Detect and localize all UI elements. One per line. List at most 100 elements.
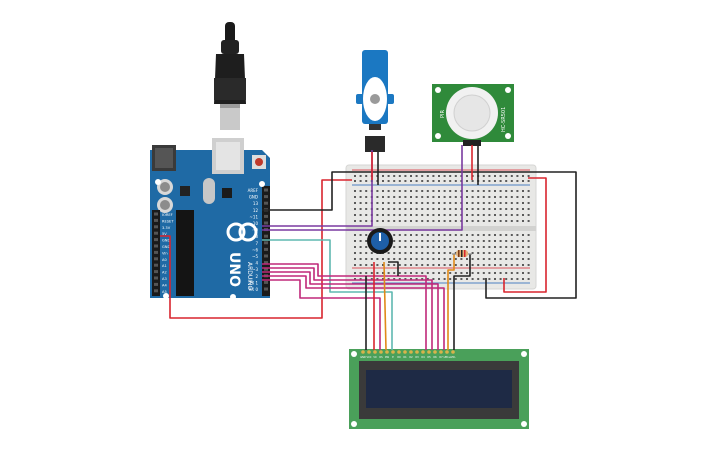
breadboard-hole[interactable] [499, 208, 502, 210]
breadboard-hole[interactable] [505, 196, 508, 198]
breadboard-hole[interactable] [527, 175, 530, 177]
breadboard-hole[interactable] [387, 214, 390, 216]
breadboard-hole[interactable] [393, 272, 396, 274]
breadboard-hole[interactable] [382, 272, 384, 274]
breadboard-hole[interactable] [359, 190, 362, 192]
arduino-header-pin[interactable] [154, 238, 158, 242]
breadboard-hole[interactable] [393, 196, 396, 198]
breadboard-hole[interactable] [460, 272, 463, 274]
breadboard-hole[interactable] [494, 220, 496, 222]
breadboard-hole[interactable] [365, 175, 368, 177]
breadboard-hole[interactable] [432, 208, 435, 210]
breadboard-hole[interactable] [387, 208, 390, 210]
breadboard-hole[interactable] [449, 278, 452, 280]
breadboard-hole[interactable] [477, 196, 480, 198]
arduino-header-pin[interactable] [154, 276, 158, 280]
breadboard-hole[interactable] [387, 180, 390, 182]
breadboard-hole[interactable] [432, 190, 435, 192]
breadboard-hole[interactable] [415, 278, 418, 280]
breadboard-hole[interactable] [398, 246, 401, 248]
breadboard-hole[interactable] [432, 278, 435, 280]
breadboard-hole[interactable] [410, 252, 412, 254]
breadboard-hole[interactable] [522, 252, 524, 254]
arduino-header-pin[interactable] [154, 257, 158, 261]
breadboard-hole[interactable] [432, 258, 435, 260]
breadboard-hole[interactable] [488, 214, 491, 216]
breadboard-hole[interactable] [359, 272, 362, 274]
arduino-header-pin[interactable] [154, 282, 158, 286]
breadboard-hole[interactable] [393, 278, 396, 280]
breadboard-hole[interactable] [393, 190, 396, 192]
breadboard-hole[interactable] [482, 278, 485, 280]
breadboard-hole[interactable] [382, 220, 384, 222]
arduino-header-pin[interactable] [264, 234, 268, 238]
breadboard-hole[interactable] [438, 220, 440, 222]
breadboard-hole[interactable] [454, 190, 457, 192]
breadboard-hole[interactable] [393, 234, 396, 236]
breadboard-hole[interactable] [488, 264, 491, 266]
breadboard-hole[interactable] [522, 258, 524, 260]
breadboard-hole[interactable] [482, 190, 485, 192]
breadboard-hole[interactable] [454, 180, 457, 182]
breadboard-hole[interactable] [376, 202, 379, 204]
breadboard-hole[interactable] [404, 208, 407, 210]
breadboard-hole[interactable] [488, 252, 491, 254]
arduino-header-pin[interactable] [154, 218, 158, 222]
breadboard-hole[interactable] [415, 202, 418, 204]
breadboard-hole[interactable] [354, 258, 356, 260]
breadboard-hole[interactable] [359, 202, 362, 204]
breadboard-hole[interactable] [359, 278, 362, 280]
breadboard-hole[interactable] [499, 202, 502, 204]
breadboard-hole[interactable] [398, 202, 401, 204]
breadboard-hole[interactable] [527, 258, 530, 260]
breadboard-hole[interactable] [516, 190, 519, 192]
breadboard-hole[interactable] [370, 264, 373, 266]
breadboard-hole[interactable] [471, 196, 474, 198]
breadboard-hole[interactable] [404, 202, 407, 204]
breadboard-hole[interactable] [477, 240, 480, 242]
breadboard-hole[interactable] [410, 214, 412, 216]
breadboard-hole[interactable] [454, 220, 457, 222]
breadboard-hole[interactable] [516, 272, 519, 274]
breadboard-hole[interactable] [471, 208, 474, 210]
breadboard-hole[interactable] [477, 234, 480, 236]
breadboard-hole[interactable] [398, 252, 401, 254]
breadboard-hole[interactable] [449, 190, 452, 192]
breadboard-hole[interactable] [505, 214, 508, 216]
breadboard-hole[interactable] [415, 258, 418, 260]
breadboard-hole[interactable] [510, 180, 513, 182]
breadboard-hole[interactable] [466, 234, 468, 236]
breadboard-hole[interactable] [438, 278, 440, 280]
breadboard-hole[interactable] [421, 220, 424, 222]
breadboard-hole[interactable] [522, 240, 524, 242]
breadboard-hole[interactable] [527, 196, 530, 198]
breadboard-hole[interactable] [471, 252, 474, 254]
breadboard-hole[interactable] [510, 202, 513, 204]
breadboard-hole[interactable] [432, 240, 435, 242]
breadboard-hole[interactable] [488, 202, 491, 204]
breadboard-hole[interactable] [393, 180, 396, 182]
breadboard-hole[interactable] [482, 202, 485, 204]
breadboard-hole[interactable] [516, 240, 519, 242]
breadboard-hole[interactable] [438, 202, 440, 204]
breadboard-hole[interactable] [421, 240, 424, 242]
breadboard-hole[interactable] [432, 220, 435, 222]
breadboard-hole[interactable] [432, 246, 435, 248]
breadboard-hole[interactable] [432, 272, 435, 274]
breadboard-hole[interactable] [398, 175, 401, 177]
breadboard-hole[interactable] [365, 180, 368, 182]
breadboard-hole[interactable] [527, 272, 530, 274]
breadboard-hole[interactable] [426, 190, 429, 192]
breadboard-hole[interactable] [398, 272, 401, 274]
breadboard-hole[interactable] [477, 208, 480, 210]
breadboard-hole[interactable] [505, 278, 508, 280]
breadboard-hole[interactable] [421, 234, 424, 236]
breadboard-hole[interactable] [510, 246, 513, 248]
breadboard-hole[interactable] [443, 252, 446, 254]
breadboard-hole[interactable] [510, 220, 513, 222]
lcd-pin[interactable] [439, 350, 443, 354]
breadboard-hole[interactable] [510, 272, 513, 274]
breadboard-hole[interactable] [387, 258, 390, 260]
breadboard-hole[interactable] [510, 214, 513, 216]
breadboard-hole[interactable] [471, 214, 474, 216]
